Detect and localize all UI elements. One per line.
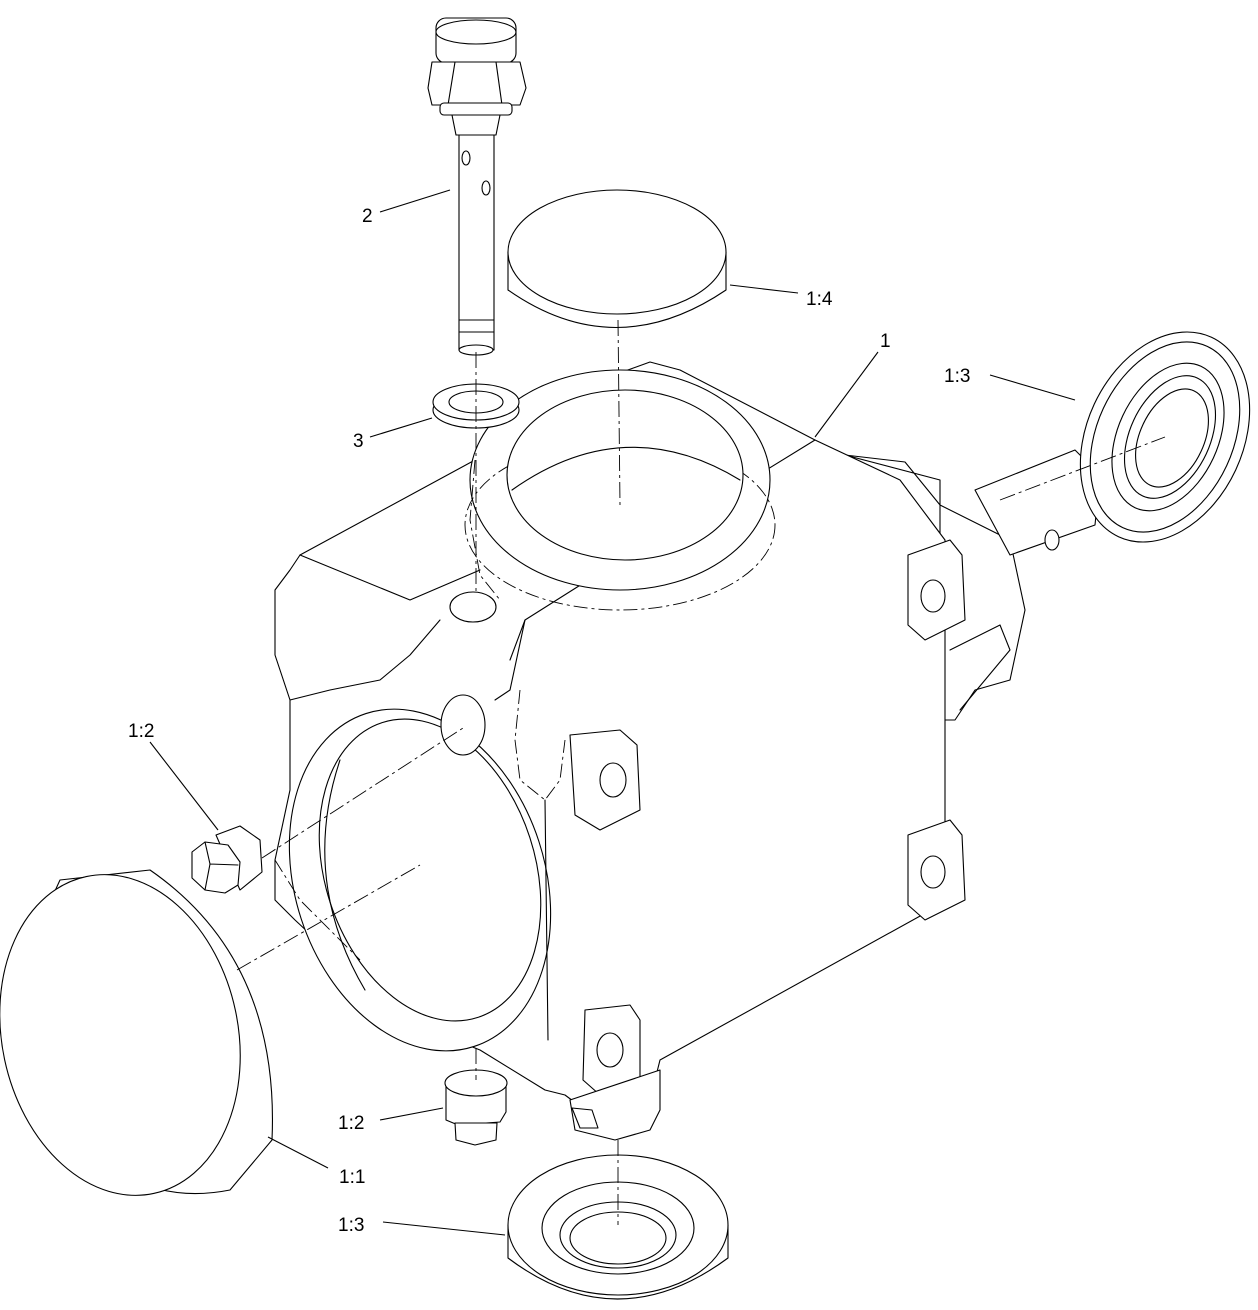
callout-main-housing: 1 [880,331,891,352]
dipstick-part [427,17,527,356]
callout-leaders [149,189,1076,1236]
gearbox-housing [274,361,1101,1141]
front-left-cap-part [0,869,274,1196]
callout-left-plug: 1:2 [128,721,154,742]
bottom-plug-part [444,1069,508,1146]
callout-washer: 3 [353,431,364,452]
assembly-centerlines [236,319,1166,1225]
callout-front-left-cap: 1:1 [339,1167,365,1188]
top-cap-part [507,189,727,329]
callout-bottom-seal: 1:3 [338,1215,364,1236]
callout-bottom-plug: 1:2 [338,1113,364,1134]
callout-labels: 2 3 1:4 1 1:3 1:2 1:2 1:1 1:3 [128,206,970,1236]
left-plug-part [191,825,263,894]
callout-dipstick: 2 [362,206,373,227]
callout-top-cap: 1:4 [806,289,833,310]
callout-right-seal: 1:3 [944,366,970,387]
